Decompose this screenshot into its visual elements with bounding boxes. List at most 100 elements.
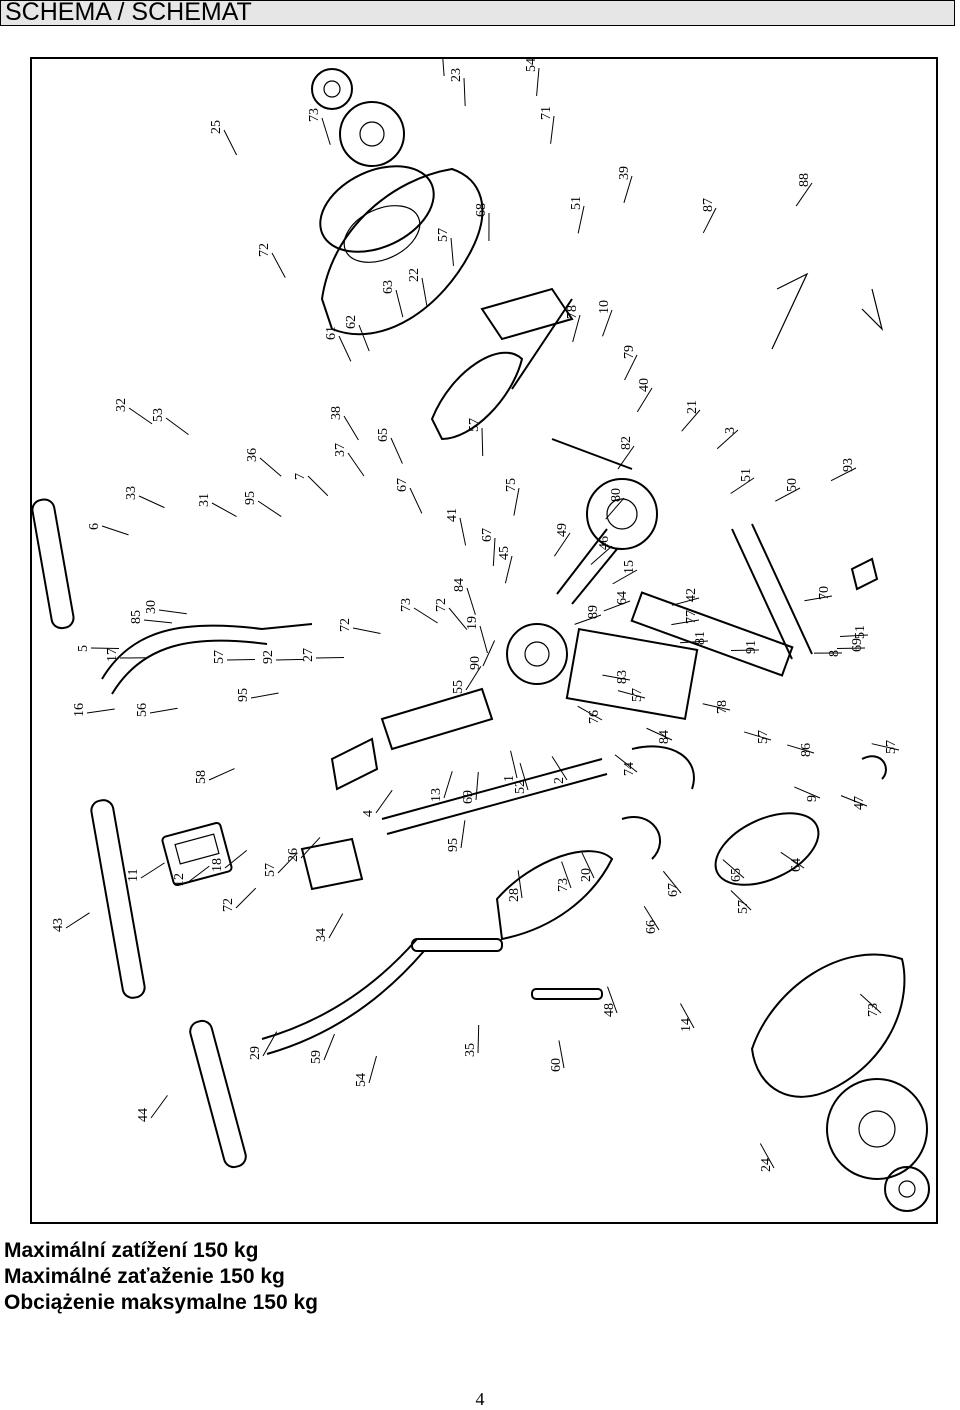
leader-line (260, 458, 281, 476)
callout-90: 90 (468, 656, 483, 670)
callout-95: 95 (243, 491, 258, 505)
leader-line (329, 914, 343, 938)
leader-line (451, 238, 453, 266)
leader-line (258, 501, 281, 517)
callout-79: 79 (622, 345, 637, 359)
callout-5: 5 (76, 645, 91, 652)
callout-20: 20 (579, 868, 594, 882)
callout-53: 53 (151, 408, 166, 422)
callout-72: 72 (338, 618, 353, 632)
callout-78: 78 (565, 305, 580, 319)
leader-line (410, 488, 422, 513)
callout-42: 42 (684, 588, 699, 602)
callout-89: 89 (586, 605, 601, 619)
callout-14: 14 (679, 1018, 694, 1032)
callout-57: 57 (263, 863, 278, 877)
callout-72: 72 (221, 898, 236, 912)
leader-line (144, 620, 172, 623)
callout-49: 49 (555, 523, 570, 537)
callout-84: 84 (452, 578, 467, 592)
callout-23: 23 (449, 68, 464, 82)
callout-70: 70 (817, 586, 832, 600)
leader-line (461, 820, 465, 848)
callout-60: 60 (549, 1058, 564, 1072)
callout-10: 10 (597, 300, 612, 314)
callout-85: 85 (129, 610, 144, 624)
callout-66: 66 (644, 920, 659, 934)
callout-6: 6 (87, 523, 102, 530)
leader-line (460, 518, 466, 545)
leader-line (476, 772, 478, 800)
callout-7: 7 (293, 473, 308, 480)
callout-48: 48 (602, 1003, 617, 1017)
callout-67: 67 (395, 478, 410, 492)
leader-line (139, 496, 164, 508)
callout-15: 15 (622, 560, 637, 574)
callout-46: 46 (597, 536, 612, 550)
header-bar: SCHEMA / SCHEMAT (0, 0, 955, 26)
page-number: 4 (0, 1389, 960, 1410)
callout-45: 45 (497, 546, 512, 560)
callout-18: 18 (210, 858, 225, 872)
callout-69: 69 (850, 638, 865, 652)
callout-82: 82 (619, 436, 634, 450)
exploded-parts-diagram: 2573732354713988877268575122637810626179… (30, 57, 938, 1224)
callout-80: 80 (609, 488, 624, 502)
leader-line (87, 709, 115, 713)
callout-50: 50 (785, 478, 800, 492)
callout-31: 31 (197, 493, 212, 507)
leader-line (369, 1056, 377, 1083)
callout-65: 65 (376, 428, 391, 442)
leader-line (391, 438, 402, 464)
callout-4: 4 (361, 810, 376, 817)
flywheel (507, 479, 657, 684)
leader-line (212, 503, 237, 517)
callout-92: 92 (261, 650, 276, 664)
callout-95: 95 (236, 688, 251, 702)
leader-line (339, 336, 351, 361)
callout-74: 74 (622, 762, 637, 776)
leader-line (511, 751, 517, 778)
callout-8: 8 (827, 650, 842, 657)
handlebars (32, 498, 424, 1169)
max-load-czech: Maximální zatížení 150 kg (4, 1238, 318, 1264)
callout-73: 73 (307, 108, 322, 122)
callout-21: 21 (685, 400, 700, 414)
callout-13: 13 (429, 788, 444, 802)
callout-57: 57 (467, 418, 482, 432)
leader-line (464, 78, 465, 106)
callout-95: 95 (446, 838, 461, 852)
callout-11: 11 (126, 869, 141, 882)
leader-line (272, 253, 285, 278)
callout-16: 16 (72, 703, 87, 717)
callout-69: 69 (461, 790, 476, 804)
leader-line (166, 418, 189, 435)
small-parts (302, 274, 886, 999)
leader-line (66, 913, 90, 928)
leader-line (236, 888, 256, 908)
callout-56: 56 (135, 703, 150, 717)
leader-line (276, 659, 304, 660)
callout-87: 87 (701, 198, 716, 212)
callout-62: 62 (344, 315, 359, 329)
callout-71: 71 (539, 106, 554, 120)
leader-line (102, 526, 129, 535)
callout-84: 84 (657, 730, 672, 744)
leader-line (308, 476, 328, 496)
callout-81: 81 (693, 631, 708, 645)
pedal-top (432, 289, 572, 439)
callout-35: 35 (463, 1043, 478, 1057)
callout-73: 73 (399, 598, 414, 612)
callout-51: 51 (569, 196, 584, 210)
leader-line (348, 453, 364, 476)
callout-41: 41 (445, 508, 460, 522)
leader-line (324, 1034, 335, 1060)
callout-34: 34 (314, 928, 329, 942)
callout-27: 27 (301, 648, 316, 662)
callout-51: 51 (739, 468, 754, 482)
callout-55: 55 (451, 680, 466, 694)
callout-72: 72 (257, 243, 272, 257)
callout-43: 43 (51, 918, 66, 932)
callout-19: 19 (465, 616, 480, 630)
leader-line (359, 325, 369, 351)
